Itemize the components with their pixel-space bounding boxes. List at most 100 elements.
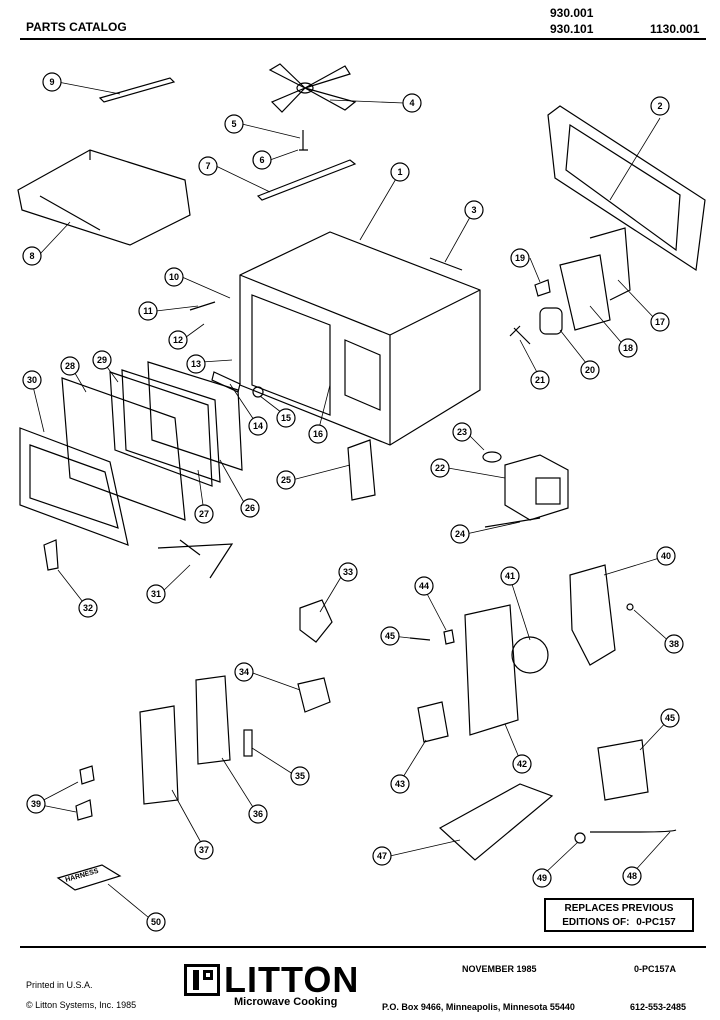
- part-1-cavity-cabinet: [239, 231, 481, 446]
- callout-circle: [402, 93, 422, 113]
- callout-number: 35: [295, 771, 305, 781]
- callout-circle: [500, 566, 520, 586]
- callout-c48: 48: [622, 866, 642, 886]
- callout-c23: 23: [452, 422, 472, 442]
- part-36-bracket: [195, 675, 231, 765]
- callout-circle: [240, 498, 260, 518]
- callout-circle: [664, 634, 684, 654]
- callout-c25: 25: [276, 470, 296, 490]
- callout-number: 34: [239, 667, 249, 677]
- part-25-bracket: [347, 439, 376, 501]
- part-6-pin: [299, 130, 308, 151]
- callout-c27: 27: [194, 504, 214, 524]
- callout-c32: 32: [78, 598, 98, 618]
- callout-number: 24: [455, 529, 465, 539]
- callout-number: 30: [27, 375, 37, 385]
- callout-c34: 34: [234, 662, 254, 682]
- brand-name: LITTON: [224, 959, 360, 1000]
- callout-c41: 41: [500, 566, 520, 586]
- callout-c39: 39: [26, 794, 46, 814]
- part-4-stirrer-fan: [268, 63, 357, 113]
- callout-circle: [380, 626, 400, 646]
- part-26-window: [147, 361, 243, 471]
- callout-number: 47: [377, 851, 387, 861]
- callout-number: 20: [585, 365, 595, 375]
- callout-number: 23: [457, 427, 467, 437]
- callout-c36: 36: [248, 804, 268, 824]
- callout-number: 39: [31, 799, 41, 809]
- part-15-grommet: [252, 386, 264, 398]
- callout-c1: 1: [390, 162, 410, 182]
- part-21-diode: [509, 325, 531, 345]
- callout-circle: [146, 912, 166, 932]
- part-31-hinge-kit: [157, 539, 234, 579]
- footer-date: NOVEMBER 1985: [462, 964, 537, 974]
- footer-doc-code: 0-PC157A: [634, 964, 677, 974]
- part-27-mesh: [121, 369, 221, 483]
- callout-circle: [146, 584, 166, 604]
- callout-number: 17: [655, 317, 665, 327]
- part-50-harness-box: [56, 864, 122, 891]
- callout-c4: 4: [402, 93, 422, 113]
- callout-c45b: 45: [660, 708, 680, 728]
- callout-c14: 14: [248, 416, 268, 436]
- callout-number: 32: [83, 603, 93, 613]
- part-37-control-panel: [139, 705, 179, 805]
- model-number-top: 930.001: [550, 6, 594, 20]
- callout-circle: [42, 72, 62, 92]
- part-33-switch: [299, 599, 333, 643]
- callout-number: 45: [385, 631, 395, 641]
- callout-c20: 20: [580, 360, 600, 380]
- callout-number: 27: [199, 509, 209, 519]
- callout-number: 40: [661, 551, 671, 561]
- callout-number: 11: [143, 306, 153, 316]
- callout-number: 2: [657, 101, 662, 111]
- callout-number: 45: [665, 713, 675, 723]
- callout-circle: [390, 774, 410, 794]
- callout-circle: [26, 794, 46, 814]
- callout-circle: [650, 96, 670, 116]
- callout-c22: 22: [430, 458, 450, 478]
- callout-circle: [622, 866, 642, 886]
- callout-circle: [194, 504, 214, 524]
- callout-number: 5: [231, 119, 236, 129]
- callout-c3: 3: [464, 200, 484, 220]
- callout-circle: [580, 360, 600, 380]
- callout-c38: 38: [664, 634, 684, 654]
- part-39-knob: [75, 765, 95, 821]
- callout-number: 3: [471, 205, 476, 215]
- callout-circle: [198, 156, 218, 176]
- callout-number: 29: [97, 355, 107, 365]
- footer-rule: [20, 946, 706, 948]
- callout-c37: 37: [194, 840, 214, 860]
- callout-circle: [248, 416, 268, 436]
- callout-c40: 40: [656, 546, 676, 566]
- part-41-gear: [511, 636, 549, 674]
- part-19-clip: [534, 279, 551, 297]
- callout-c26: 26: [240, 498, 260, 518]
- callout-c9: 9: [42, 72, 62, 92]
- callout-circle: [168, 330, 188, 350]
- callout-number: 21: [535, 375, 545, 385]
- callout-c28: 28: [60, 356, 80, 376]
- header-rule: [20, 38, 706, 40]
- callout-number: 10: [169, 272, 179, 282]
- part-47-base-plate: [438, 783, 554, 861]
- callout-c7: 7: [198, 156, 218, 176]
- callout-circle: [512, 754, 532, 774]
- callout-circle: [430, 458, 450, 478]
- part-11-latch-spring: [189, 301, 216, 311]
- callout-circle: [22, 246, 42, 266]
- callout-circle: [372, 846, 392, 866]
- callout-c31: 31: [146, 584, 166, 604]
- callout-circle: [138, 301, 158, 321]
- callout-c30: 30: [22, 370, 42, 390]
- callout-number: 19: [515, 253, 525, 263]
- replaces-line-1: REPLACES PREVIOUS: [564, 903, 674, 914]
- part-9-bracket: [98, 77, 176, 103]
- callout-c29: 29: [92, 350, 112, 370]
- callout-circle: [450, 524, 470, 544]
- callout-circle: [390, 162, 410, 182]
- callout-c33: 33: [338, 562, 358, 582]
- callout-circle: [234, 662, 254, 682]
